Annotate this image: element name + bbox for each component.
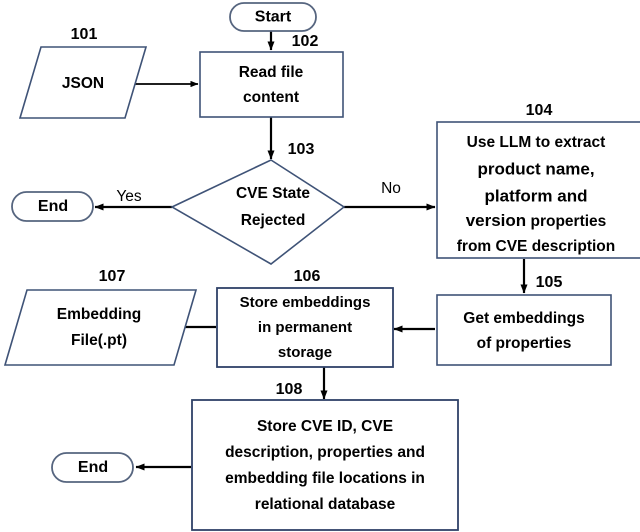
node-store-relational-shape bbox=[191, 399, 459, 531]
node-json-label: JSON bbox=[62, 75, 104, 92]
node-extract-llm-line4: version properties bbox=[466, 211, 607, 230]
edge-label-no: No bbox=[381, 180, 401, 197]
node-decision-line2: Rejected bbox=[241, 212, 306, 229]
node-extract-llm-line5: from CVE description bbox=[457, 238, 615, 255]
node-decision-line1: CVE State bbox=[236, 185, 310, 202]
node-get-embeddings-line2: of properties bbox=[477, 335, 572, 352]
node-extract-llm-line4-bold: version bbox=[466, 211, 526, 230]
node-embedding-file-shape bbox=[3, 289, 198, 366]
ref-label-106: 106 bbox=[294, 268, 321, 285]
node-store-relational-line1: Store CVE ID, CVE bbox=[257, 418, 393, 435]
node-store-embeddings-shape bbox=[216, 287, 394, 368]
node-store-relational-line2: description, properties and bbox=[225, 444, 425, 461]
node-embedding-file-line2: File(.pt) bbox=[71, 332, 127, 349]
node-store-embeddings-line3: storage bbox=[278, 344, 332, 361]
node-end-yes-label: End bbox=[38, 198, 68, 215]
node-end-yes-shape bbox=[11, 191, 94, 222]
node-start-shape bbox=[229, 2, 317, 32]
node-store-embeddings-line2: in permanent bbox=[258, 319, 352, 336]
node-end-final-label: End bbox=[78, 459, 108, 476]
node-read-file-line1: Read file bbox=[239, 64, 304, 81]
node-extract-llm-line4-rest: properties bbox=[526, 213, 606, 230]
node-extract-llm-line2: product name, bbox=[477, 159, 594, 178]
node-store-relational-line3: embedding file locations in bbox=[225, 470, 425, 487]
edge-label-yes: Yes bbox=[116, 188, 142, 205]
node-get-embeddings-shape bbox=[436, 294, 612, 366]
node-extract-llm-shape bbox=[436, 121, 640, 259]
node-extract-llm-line1: Use LLM to extract bbox=[467, 134, 606, 151]
node-get-embeddings-line1: Get embeddings bbox=[463, 310, 584, 327]
node-embedding-file-line1: Embedding bbox=[57, 306, 141, 323]
ref-label-104: 104 bbox=[526, 102, 553, 119]
node-read-file-shape bbox=[199, 51, 344, 118]
node-store-embeddings-line1: Store embeddings bbox=[240, 294, 371, 311]
ref-label-105: 105 bbox=[536, 274, 563, 291]
node-store-relational-line4: relational database bbox=[255, 496, 396, 513]
node-start-label: Start bbox=[255, 9, 292, 26]
node-extract-llm-line3: platform and bbox=[485, 186, 588, 205]
ref-label-101: 101 bbox=[71, 26, 98, 43]
ref-label-103: 103 bbox=[288, 141, 315, 158]
node-json-shape bbox=[18, 46, 148, 119]
ref-label-107: 107 bbox=[99, 268, 126, 285]
ref-label-108: 108 bbox=[276, 381, 303, 398]
node-read-file-line2: content bbox=[243, 89, 299, 106]
ref-label-102: 102 bbox=[292, 33, 319, 50]
node-end-final-shape bbox=[51, 452, 134, 483]
node-decision-shape bbox=[170, 159, 346, 265]
